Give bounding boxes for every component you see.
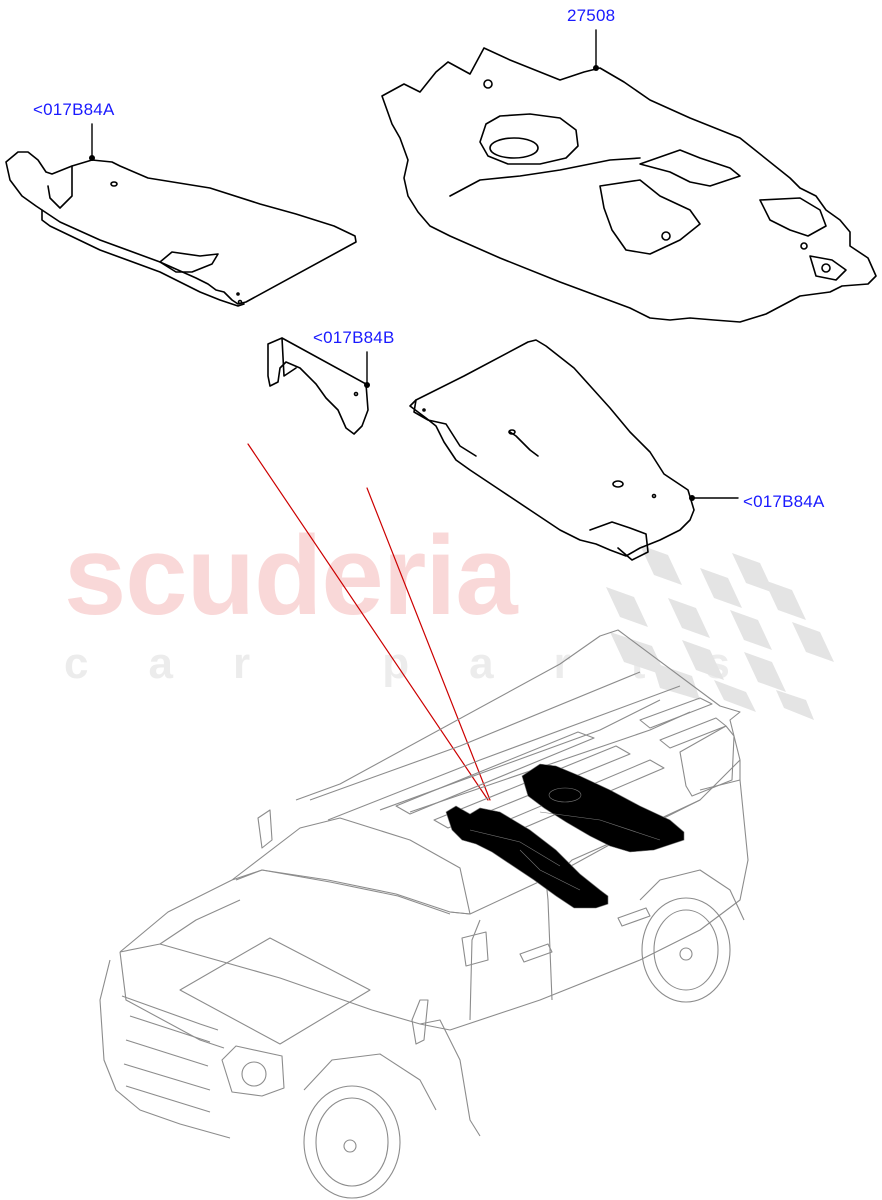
part-front-left-floor-panel — [5, 151, 357, 307]
callout-label-tunnel-side-piece[interactable]: <017B84B — [313, 328, 395, 347]
callout-label-rear-floor-panel[interactable]: 27508 — [567, 6, 616, 25]
location-pointer-lines — [247, 443, 491, 801]
watermark-scuderia: scuderia — [64, 513, 518, 638]
part-front-right-floor-panel — [409, 339, 695, 561]
leader-dots — [89, 65, 695, 501]
callout-label-front-left-panel[interactable]: <017B84A — [33, 100, 115, 119]
part-tunnel-side-piece — [267, 337, 369, 435]
callout-label-front-right-panel[interactable]: <017B84A — [743, 492, 825, 511]
part-rear-floor-panel — [381, 47, 877, 323]
leader-lines — [91, 29, 739, 499]
